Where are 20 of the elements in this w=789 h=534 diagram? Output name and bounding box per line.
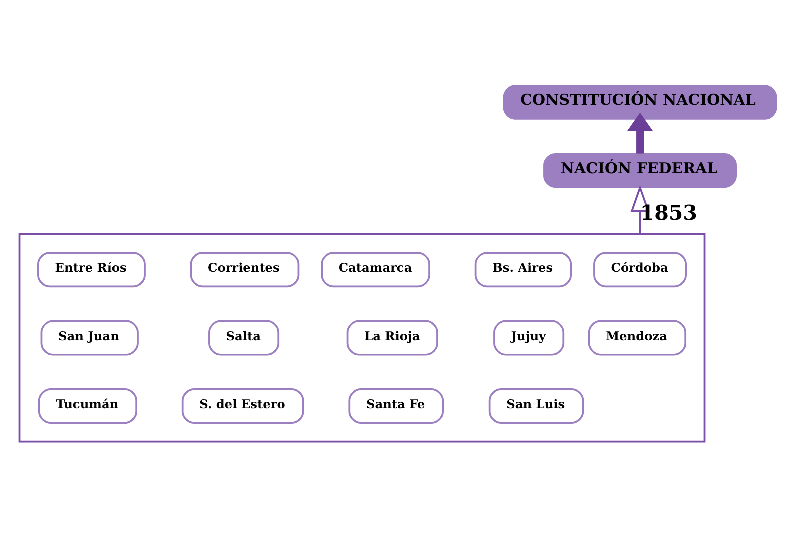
node-box: San Luis xyxy=(488,388,584,424)
cluster xyxy=(18,232,706,442)
node-box: Entre Ríos xyxy=(38,252,146,288)
node-box: Santa Fe xyxy=(348,388,444,424)
node-box: Tucumán xyxy=(38,388,138,424)
node-box: CONSTITUCIÓN NACIONAL xyxy=(503,84,778,120)
node-box: Salta xyxy=(208,320,280,356)
node-box: Jujuy xyxy=(494,320,565,356)
arrow xyxy=(630,184,650,234)
node-box: Córdoba xyxy=(594,252,687,288)
node-box: La Rioja xyxy=(346,320,438,356)
node-box: Catamarca xyxy=(321,252,430,288)
node-box: NACIÓN FEDERAL xyxy=(544,152,737,188)
arrow xyxy=(627,112,654,154)
edge-label: 1853 xyxy=(640,200,698,224)
node-box: Mendoza xyxy=(588,320,687,356)
node-box: Bs. Aires xyxy=(474,252,572,288)
node-box: San Juan xyxy=(40,320,139,356)
node-box: Corrientes xyxy=(190,252,300,288)
node-box: S. del Estero xyxy=(182,388,304,424)
